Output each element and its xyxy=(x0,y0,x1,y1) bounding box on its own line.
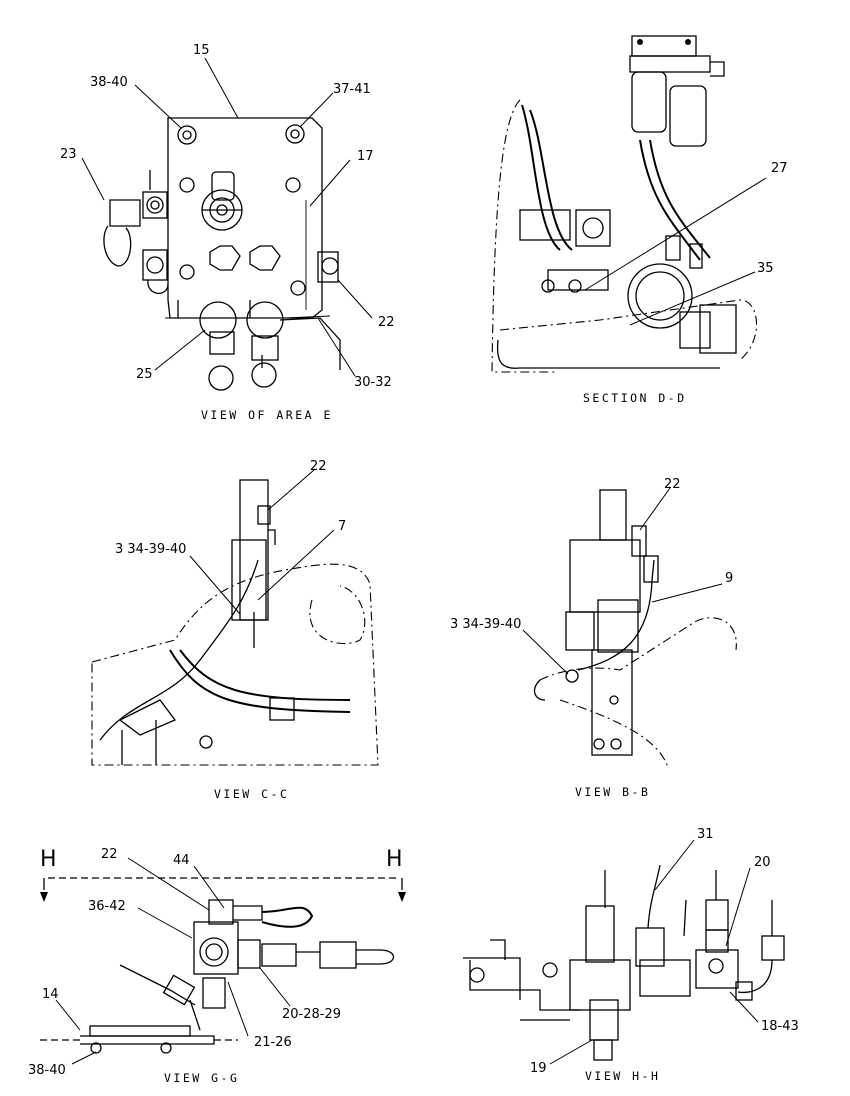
caption-section-d-d: SECTION D-D xyxy=(583,391,687,405)
svg-text:23: 23 xyxy=(60,147,77,162)
svg-text:14: 14 xyxy=(42,987,59,1002)
view-c-c: 22 3 34-39-40 7 VIEW C-C xyxy=(91,459,379,801)
view-b-b: 22 9 3 34-39-40 VIEW B-B xyxy=(450,477,737,799)
view-g-g: H H 22 44 36-42 14 20-28-29 21-26 xyxy=(28,847,406,1085)
section-marker-h-left: H xyxy=(40,847,57,872)
svg-text:25: 25 xyxy=(136,367,153,382)
svg-text:22: 22 xyxy=(310,459,327,474)
section-marker-h-right: H xyxy=(386,847,403,872)
svg-text:31: 31 xyxy=(697,827,714,842)
svg-text:38-40: 38-40 xyxy=(90,75,128,90)
svg-text:38-40: 38-40 xyxy=(28,1063,66,1078)
svg-text:36-42: 36-42 xyxy=(88,899,126,914)
svg-text:3 34-39-40: 3 34-39-40 xyxy=(115,542,186,557)
caption-view-c-c: VIEW C-C xyxy=(214,787,289,801)
svg-text:37-41: 37-41 xyxy=(333,82,371,97)
caption-view-h-h: VIEW H-H xyxy=(585,1069,660,1083)
svg-text:17: 17 xyxy=(357,149,374,164)
svg-text:19: 19 xyxy=(530,1061,547,1076)
section-d-d: 27 35 SECTION D-D xyxy=(491,35,788,405)
view-area-e: 15 38-40 37-41 23 17 22 25 30-32 VIEW OF… xyxy=(60,43,395,422)
svg-text:3 34-39-40: 3 34-39-40 xyxy=(450,617,521,632)
svg-text:22: 22 xyxy=(664,477,681,492)
svg-text:15: 15 xyxy=(193,43,210,58)
svg-text:7: 7 xyxy=(338,519,346,534)
svg-text:21-26: 21-26 xyxy=(254,1035,292,1050)
svg-text:9: 9 xyxy=(725,571,733,586)
caption-view-g-g: VIEW G-G xyxy=(164,1071,239,1085)
svg-text:22: 22 xyxy=(101,847,118,862)
svg-text:20-28-29: 20-28-29 xyxy=(282,1007,341,1022)
svg-text:22: 22 xyxy=(378,315,395,330)
svg-text:30-32: 30-32 xyxy=(354,375,392,390)
svg-text:18-43: 18-43 xyxy=(761,1019,799,1034)
svg-text:44: 44 xyxy=(173,853,190,868)
caption-view-area-e: VIEW OF AREA E xyxy=(201,408,333,422)
svg-text:27: 27 xyxy=(771,161,788,176)
view-h-h: 31 20 18-43 19 VIEW H-H xyxy=(463,827,799,1083)
svg-text:20: 20 xyxy=(754,855,771,870)
svg-text:35: 35 xyxy=(757,261,774,276)
caption-view-b-b: VIEW B-B xyxy=(575,785,650,799)
